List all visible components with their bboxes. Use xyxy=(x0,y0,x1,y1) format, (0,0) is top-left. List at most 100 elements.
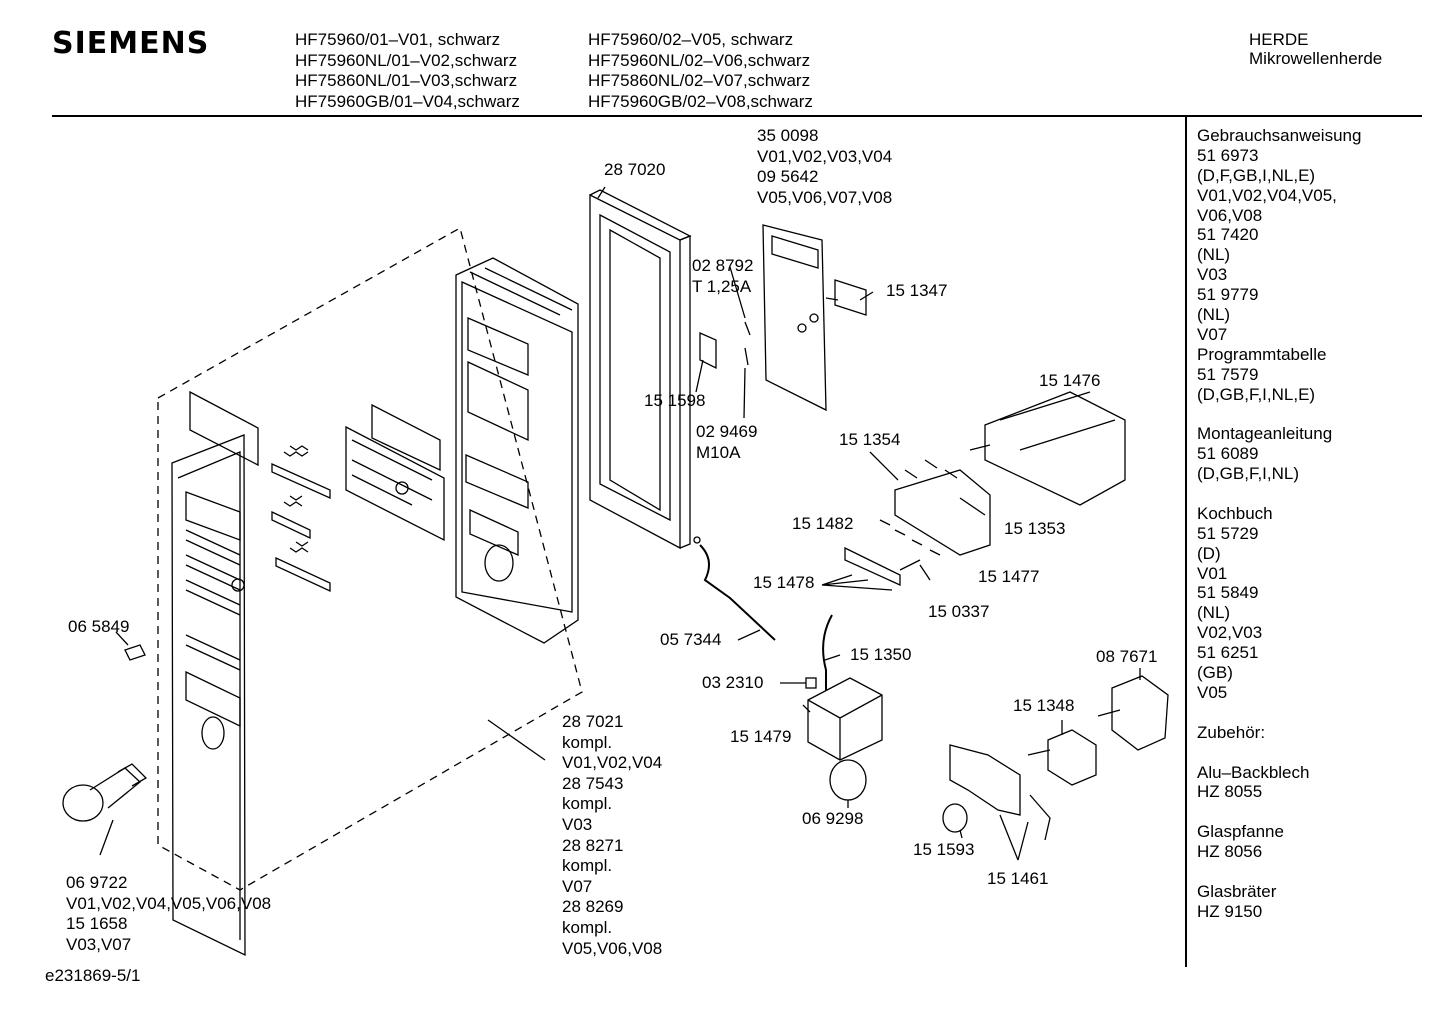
sidebar-line: (D) xyxy=(1197,543,1221,563)
slide-bar xyxy=(844,546,901,587)
part-label: V01,V02,V03,V04 xyxy=(757,146,893,166)
siemens-logo: SIEMENS xyxy=(52,26,210,61)
fuses xyxy=(699,321,751,370)
part-label: 08 7671 xyxy=(1096,647,1158,666)
sidebar-line: (D,GB,F,I,NL) xyxy=(1197,464,1300,484)
sidebar-line: (NL) xyxy=(1197,245,1231,265)
sensor-lead xyxy=(822,614,833,690)
sidebar-line: 51 7579 xyxy=(1197,364,1259,384)
switch-unit xyxy=(1027,729,1097,786)
sidebar-line: Programmtabelle xyxy=(1197,344,1327,364)
exploded-diagram xyxy=(62,186,1169,957)
category-heading: HERDE Mikrowellenherde xyxy=(1249,30,1382,68)
sidebar-line: V01,V02,V04,V05, xyxy=(1197,185,1337,205)
sidebar-line xyxy=(1197,703,1361,723)
part-label: 15 1482 xyxy=(792,514,854,533)
sidebar-line: 51 6251 xyxy=(1197,643,1259,663)
part-label: 15 1348 xyxy=(1013,696,1075,715)
part-label: 02 9469 xyxy=(696,422,758,441)
part-label: 06 9298 xyxy=(802,809,864,828)
probe-wire xyxy=(699,544,776,641)
part-label: 06 5849 xyxy=(68,617,130,636)
part-label: 15 1598 xyxy=(644,391,706,410)
part-label: 05 7344 xyxy=(660,630,722,649)
part-label: kompl. xyxy=(562,856,613,876)
sidebar-line: V05 xyxy=(1197,682,1228,702)
part-label: 28 7020 xyxy=(604,160,666,179)
model-line: HF75960NL/01–V02,schwarz xyxy=(295,50,518,70)
part-label: V05,V06,V07,V08 xyxy=(757,187,893,207)
part-label: T 1,25A xyxy=(692,276,752,296)
leader-1478 xyxy=(821,574,893,591)
part-label: M10A xyxy=(696,442,741,462)
relay-block xyxy=(969,391,1126,506)
button-plate xyxy=(345,403,445,542)
sidebar-line: V03 xyxy=(1197,265,1228,285)
part-label-group: 02 8792 T 1,25A xyxy=(692,256,753,297)
header-rule xyxy=(52,115,1422,117)
sidebar-line: (D,GB,F,I,NL,E) xyxy=(1197,384,1316,404)
control-board xyxy=(762,224,827,412)
switch-block xyxy=(894,459,991,556)
part-label: 28 7021 xyxy=(562,712,624,731)
part-label: 15 1347 xyxy=(886,281,948,300)
part-label-group: 35 0098 V01,V02,V03,V04 09 5642 V05,V06,… xyxy=(757,126,892,208)
leader-lines xyxy=(99,186,1141,861)
part-label: 02 8792 xyxy=(692,256,754,275)
part-label: 15 1593 xyxy=(913,840,975,859)
category-line: Mikrowellenherde xyxy=(1249,49,1383,68)
part-label: V03 xyxy=(562,814,593,834)
sidebar-line: (NL) xyxy=(1197,603,1231,623)
sidebar-line: 51 5729 xyxy=(1197,523,1259,543)
part-label: V03,V07 xyxy=(66,934,132,954)
model-line: HF75960GB/02–V08,schwarz xyxy=(588,91,813,111)
control-frame xyxy=(455,257,579,644)
sidebar-line: Alu–Backblech xyxy=(1197,762,1310,782)
part-label: 15 1350 xyxy=(850,645,912,664)
part-label: 15 1461 xyxy=(987,869,1049,888)
part-label: 15 1476 xyxy=(1039,371,1101,390)
sidebar-line: (D,F,GB,I,NL,E) xyxy=(1197,165,1316,185)
sidebar-line: 51 6089 xyxy=(1197,444,1259,464)
big-knob xyxy=(62,763,148,822)
back-frame xyxy=(589,189,701,550)
model-line: HF75960NL/02–V06,schwarz xyxy=(588,50,811,70)
sidebar-line: 51 6973 xyxy=(1197,145,1259,165)
part-label: 15 1354 xyxy=(839,430,901,449)
part-label: V01,V02,V04 xyxy=(562,753,663,773)
category-line: HERDE xyxy=(1249,30,1309,49)
part-label: 15 1478 xyxy=(753,573,815,592)
part-label-group: 02 9469 M10A xyxy=(696,422,757,463)
part-label: 15 1477 xyxy=(978,567,1040,586)
potentiometer xyxy=(825,279,867,316)
sidebar-line: (NL) xyxy=(1197,305,1231,325)
small-knob xyxy=(124,644,146,661)
assembly-outline xyxy=(157,227,583,891)
display-window xyxy=(189,390,259,467)
part-label: V07 xyxy=(562,876,593,896)
switch-small xyxy=(879,519,941,556)
model-line: HF75860NL/01–V03,schwarz xyxy=(295,71,518,90)
model-line: HF75860NL/02–V07,schwarz xyxy=(588,71,811,90)
model-list-2: HF75960/02–V05, schwarz HF75960NL/02–V06… xyxy=(588,30,813,112)
sidebar-line: Zubehör: xyxy=(1197,722,1266,742)
mounting-bracket xyxy=(949,744,1051,841)
sidebar-line: V07 xyxy=(1197,324,1228,344)
part-label: 15 1658 xyxy=(66,914,128,934)
part-label: 15 1353 xyxy=(1004,519,1066,538)
document-id: e231869-5/1 xyxy=(45,966,141,985)
part-label: 03 2310 xyxy=(702,673,764,692)
front-panel xyxy=(171,434,246,957)
sidebar-line: Montageanleitung xyxy=(1197,424,1333,444)
sidebar-line: HZ 9150 xyxy=(1197,901,1263,921)
sidebar-line: V01 xyxy=(1197,563,1228,583)
sidebar-line: (GB) xyxy=(1197,663,1233,683)
part-label: 06 9722 xyxy=(66,873,128,892)
part-label: 09 5642 xyxy=(757,167,819,187)
sidebar-line xyxy=(1197,802,1361,822)
part-label-group: 28 7021 kompl. V01,V02,V04 28 7543 kompl… xyxy=(562,712,662,959)
sidebar-line: Glasbräter xyxy=(1197,881,1277,901)
sidebar-line: HZ 8056 xyxy=(1197,842,1263,862)
sidebar-line xyxy=(1197,404,1361,424)
